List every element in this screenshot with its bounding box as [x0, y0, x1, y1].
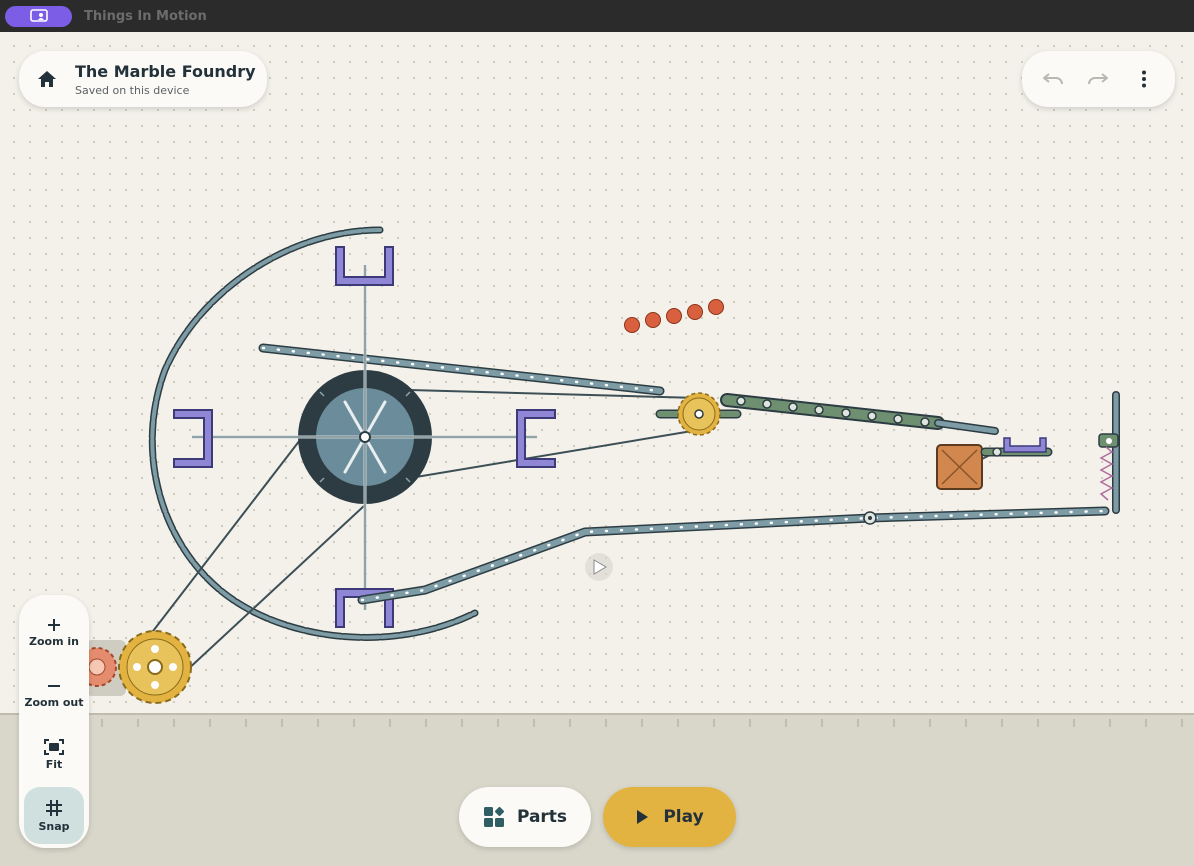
grid-icon [46, 799, 62, 816]
home-button[interactable] [19, 51, 75, 107]
lower-ramp[interactable] [357, 506, 1110, 605]
green-conveyor[interactable] [720, 393, 999, 435]
redo-button[interactable] [1080, 61, 1116, 97]
zoom-out-label: Zoom out [24, 696, 84, 710]
motor-gears[interactable] [77, 630, 192, 704]
big-wheel[interactable] [192, 265, 537, 610]
app-title: Things In Motion [84, 8, 207, 24]
ground-ruler [101, 719, 1183, 727]
snap-toggle[interactable]: Snap [24, 787, 84, 844]
plus-icon [48, 619, 60, 632]
zoom-out-button[interactable]: Zoom out [24, 666, 84, 723]
fit-button[interactable]: Fit [24, 727, 84, 784]
save-status: Saved on this device [75, 83, 190, 97]
project-name[interactable]: The Marble Foundry [75, 61, 256, 81]
fit-label: Fit [45, 757, 63, 771]
small-gear-assembly[interactable] [655, 392, 742, 436]
zoom-controls: Zoom in Zoom out Fit Snap [19, 595, 89, 848]
play-button[interactable]: Play [603, 787, 736, 847]
upper-beam[interactable] [258, 343, 665, 396]
window-titlebar: Things In Motion [0, 0, 1194, 32]
history-toolbar [1022, 51, 1175, 107]
screen-user-icon [29, 9, 48, 22]
parts-grid-icon [483, 806, 504, 827]
play-icon [637, 810, 649, 824]
snap-label: Snap [38, 819, 70, 833]
machine-canvas[interactable] [0, 32, 1194, 713]
ground-floor [0, 713, 1194, 866]
arm-bucket[interactable] [980, 437, 1053, 457]
app-switcher-button[interactable] [5, 5, 72, 27]
wooden-crate[interactable] [936, 444, 983, 490]
redo-icon [1088, 73, 1109, 85]
zoom-in-label: Zoom in [29, 635, 79, 649]
parts-label: Parts [516, 807, 568, 827]
undo-button[interactable] [1035, 61, 1071, 97]
more-menu-button[interactable] [1126, 61, 1162, 97]
parts-button[interactable]: Parts [459, 787, 591, 847]
connector-strings [149, 389, 1001, 673]
home-icon [38, 71, 56, 87]
zoom-in-button[interactable]: Zoom in [24, 605, 84, 662]
spring-post[interactable] [1098, 391, 1120, 514]
marbles[interactable] [624, 299, 724, 333]
more-vertical-icon [1142, 70, 1147, 88]
pointer-cursor-icon [585, 553, 613, 581]
undo-icon [1042, 73, 1063, 85]
project-title-card: The Marble Foundry Saved on this device [19, 51, 267, 107]
minus-icon [48, 685, 60, 688]
fit-screen-icon [44, 738, 64, 755]
play-label: Play [663, 807, 704, 827]
